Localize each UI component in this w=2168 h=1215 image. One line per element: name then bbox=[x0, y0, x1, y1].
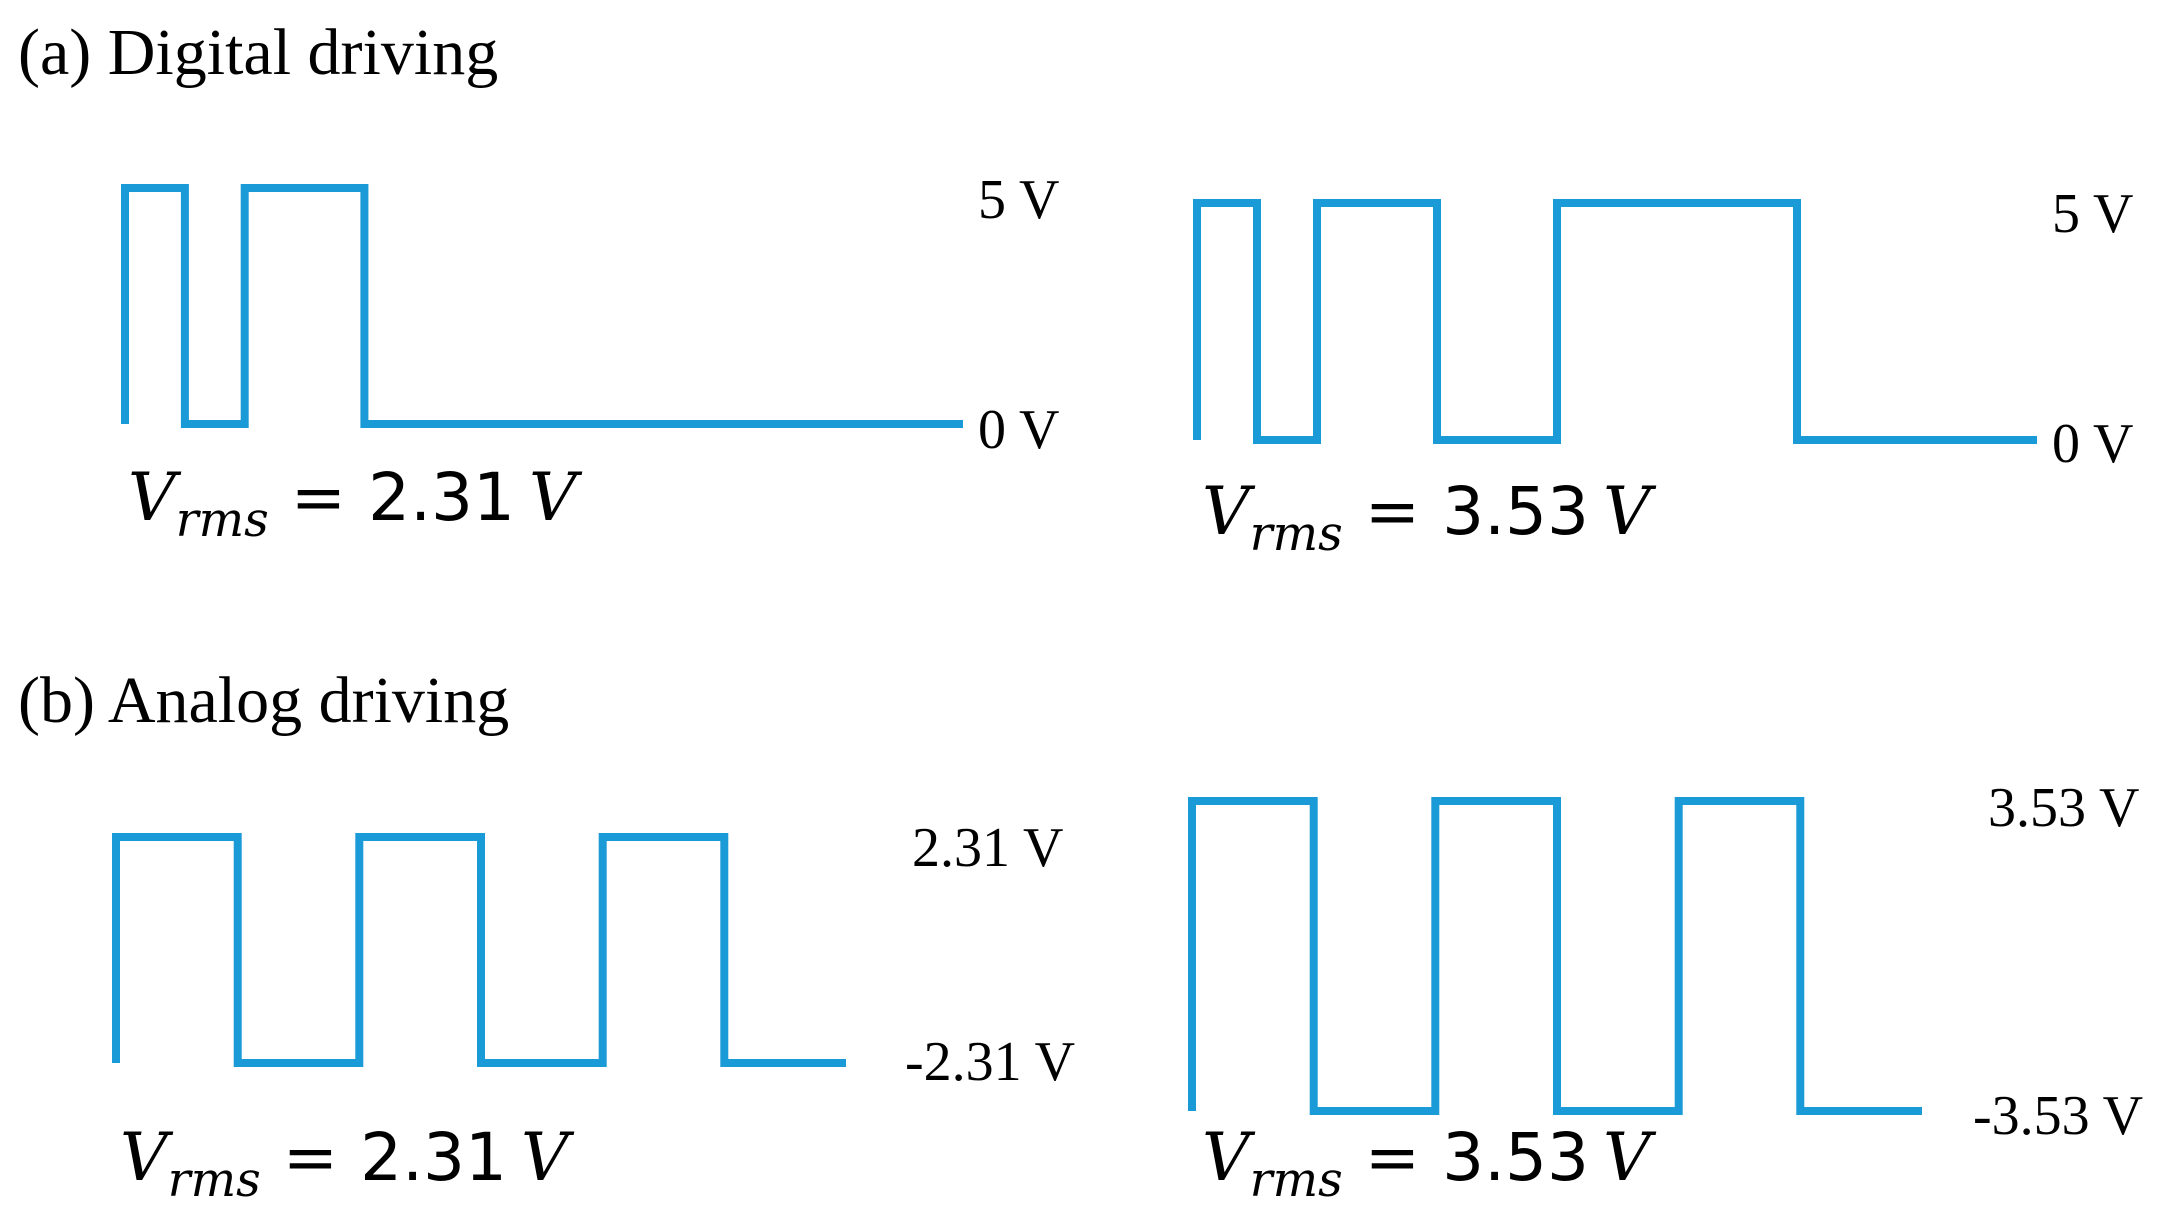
section-title-analog: (b) Analog driving bbox=[18, 664, 509, 737]
vrms-value: 2.31 bbox=[368, 459, 515, 536]
low-level-label: -3.53 V bbox=[1973, 1085, 2143, 1147]
low-level-label: 0 V bbox=[2052, 413, 2133, 475]
vrms-subscript: rms bbox=[1250, 1152, 1343, 1208]
vrms-equals: = bbox=[1365, 1119, 1420, 1196]
vrms-unit: V bbox=[521, 1119, 575, 1196]
high-level-label: 5 V bbox=[978, 169, 1059, 231]
vrms-symbol: V bbox=[1202, 1119, 1256, 1196]
vrms-value: 3.53 bbox=[1442, 1119, 1589, 1196]
vrms-subscript: rms bbox=[176, 492, 269, 548]
waveform-digital-high bbox=[1193, 199, 2037, 444]
vrms-unit: V bbox=[529, 459, 583, 536]
high-level-label: 5 V bbox=[2052, 183, 2133, 245]
vrms-value: 2.31 bbox=[360, 1119, 507, 1196]
vrms-subscript: rms bbox=[168, 1152, 261, 1208]
section-title-digital: (a) Digital driving bbox=[18, 16, 498, 89]
vrms-symbol: V bbox=[128, 459, 182, 536]
waveform-digital-low bbox=[121, 184, 963, 428]
low-level-label: 0 V bbox=[978, 399, 1059, 461]
vrms-unit: V bbox=[1603, 473, 1657, 550]
vrms-symbol: V bbox=[1202, 473, 1256, 550]
waveform-analog-low bbox=[112, 833, 846, 1067]
high-level-label: 3.53 V bbox=[1988, 777, 2139, 839]
vrms-subscript: rms bbox=[1250, 506, 1343, 562]
vrms-equals: = bbox=[291, 459, 346, 536]
vrms-value: 3.53 bbox=[1442, 473, 1589, 550]
high-level-label: 2.31 V bbox=[912, 817, 1063, 879]
waveform-analog-high bbox=[1188, 797, 1922, 1115]
low-level-label: -2.31 V bbox=[905, 1031, 1075, 1093]
vrms-equals: = bbox=[1365, 473, 1420, 550]
vrms-equals: = bbox=[283, 1119, 338, 1196]
vrms-symbol: V bbox=[120, 1119, 174, 1196]
vrms-unit: V bbox=[1603, 1119, 1657, 1196]
